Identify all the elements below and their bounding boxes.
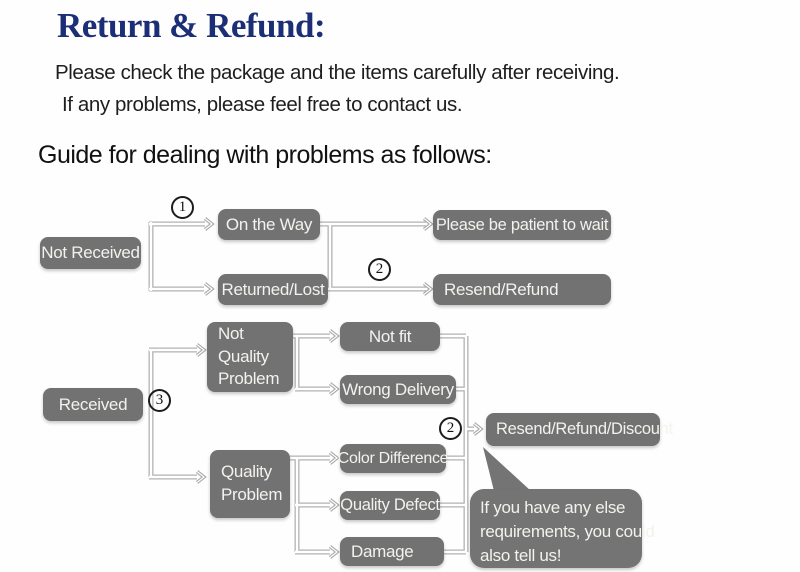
node-damage: Damage (340, 537, 444, 566)
speech-bubble: If you have any else requirements, you c… (470, 489, 655, 568)
intro-line-1: Please check the package and the items c… (55, 61, 620, 84)
node-please-be-patient: Please be patient to wait (433, 210, 611, 240)
node-quality-problem: Quality Problem (210, 450, 290, 518)
node-resend-refund: Resend/Refund (433, 274, 611, 305)
node-wrong-delivery: Wrong Delivery (340, 375, 456, 404)
node-returned-lost: Returned/Lost (218, 274, 328, 305)
bubble-text-line: If you have any else (480, 498, 626, 517)
bubble-tail (483, 447, 531, 491)
node-not-fit: Not fit (340, 322, 440, 351)
node-received: Received (43, 388, 143, 421)
node-color-difference: Color Difference (338, 444, 449, 473)
bubble-text-line: requirements, you could (480, 522, 655, 541)
guide-heading: Guide for dealing with problems as follo… (38, 141, 492, 169)
step-circle-2-bottom: 2 (439, 417, 462, 440)
node-not-quality-problem: Not Quality Problem (207, 322, 293, 392)
node-quality-defect: Quality Defect (340, 491, 440, 520)
node-not-received: Not Received (40, 237, 141, 269)
step-circle-2-top: 2 (368, 258, 391, 281)
bubble-text-line: also tell us! (480, 546, 562, 565)
page-title: Return & Refund: (57, 6, 326, 45)
step-circle-3: 3 (148, 389, 171, 412)
step-circle-1: 1 (171, 196, 194, 219)
intro-line-2: If any problems, please feel free to con… (62, 93, 463, 116)
node-on-the-way: On the Way (218, 209, 320, 240)
node-resend-refund-discount: Resend/Refund/Discount (486, 413, 673, 446)
